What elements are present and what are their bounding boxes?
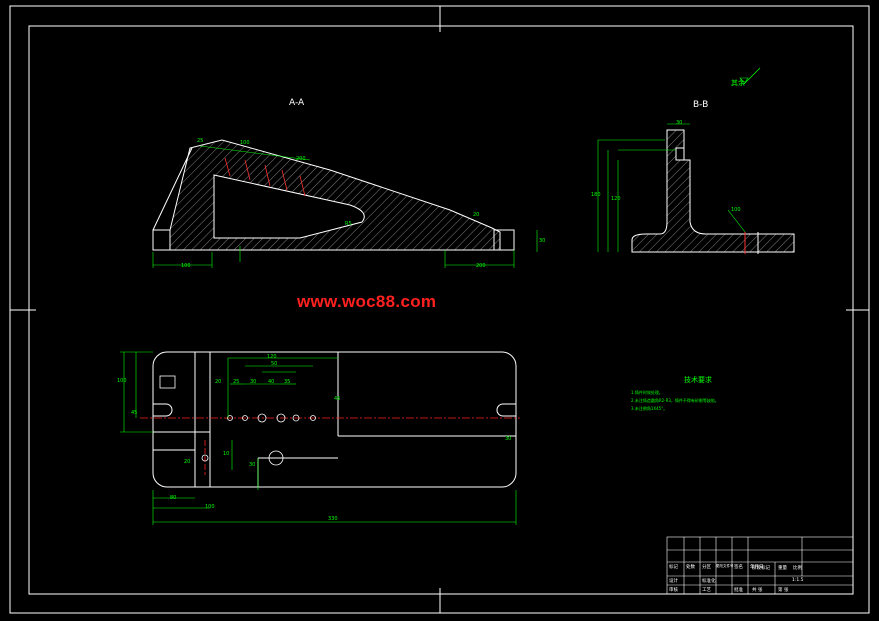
tb-cell: 设计 xyxy=(669,579,678,584)
tb-cell: 标准化 xyxy=(702,579,716,584)
dim-aa-4: 30 xyxy=(539,238,546,244)
dim-aa-1: 25 xyxy=(197,138,204,144)
dim-bb-4: 100 xyxy=(731,207,741,213)
dim-aa-8: 20 xyxy=(473,212,480,218)
section-bb-view xyxy=(597,67,795,254)
tech-requirement-1: 1.铸件时效处理。 xyxy=(631,390,663,395)
dim-bb-1: 30 xyxy=(676,120,683,126)
tb-cell: 年月日 xyxy=(750,565,764,570)
dim-aa-7: 200 xyxy=(296,156,306,162)
dim-bb-3: 120 xyxy=(611,196,621,202)
tb-cell: 标记 xyxy=(669,565,678,570)
dim-plan-14: 30 xyxy=(249,462,256,468)
plan-view xyxy=(120,351,520,525)
dim-plan-8: 20 xyxy=(215,379,222,385)
dim-plan-13: 100 xyxy=(205,504,215,510)
dim-plan-1: 100 xyxy=(117,378,127,384)
tb-cell: 共 张 xyxy=(752,588,763,593)
title-block xyxy=(666,536,854,595)
tb-cell: 比例 xyxy=(793,566,802,571)
tb-cell: 处数 xyxy=(686,565,695,570)
tech-requirements-title: 技术要求 xyxy=(684,376,712,384)
dim-plan-10: 45 xyxy=(334,396,341,402)
dim-plan-12: 80 xyxy=(170,495,177,501)
tech-requirement-3: 3.未注倒角1X45°。 xyxy=(631,406,668,411)
dim-plan-5: 40 xyxy=(268,379,275,385)
dim-plan-9: 45 xyxy=(131,410,138,416)
dim-plan-7: 35 xyxy=(284,379,291,385)
section-aa-title: A-A xyxy=(289,98,305,108)
tb-cell: 审核 xyxy=(669,588,678,593)
roughness-note: 其余 xyxy=(731,79,745,87)
inner-frame xyxy=(28,25,854,595)
dim-aa-6: 100 xyxy=(240,140,250,146)
dim-bb-2: 180 xyxy=(591,192,601,198)
tb-cell: 批准 xyxy=(734,588,743,593)
centering-marks xyxy=(10,6,869,613)
dim-plan-16: 10 xyxy=(223,451,230,457)
tech-requirement-2: 2.未注铸造圆角R2-R3，铸件不得有砂眼等缺陷。 xyxy=(631,398,719,403)
dim-aa-3: 200 xyxy=(476,263,486,269)
dim-plan-6: 50 xyxy=(271,361,278,367)
dim-aa-5: R5 xyxy=(345,221,352,227)
dim-plan-4: 30 xyxy=(250,379,257,385)
tb-cell: 阶段标记 xyxy=(752,566,770,571)
tb-scale: 1:1.5 xyxy=(792,578,804,583)
dim-plan-15: 20 xyxy=(184,459,191,465)
tb-cell: 第 张 xyxy=(778,588,789,593)
dim-plan-17: 330 xyxy=(328,516,338,522)
tb-cell: 工艺 xyxy=(702,588,711,593)
dim-plan-11: 30 xyxy=(505,436,512,442)
section-aa-view xyxy=(152,139,538,268)
tb-cell: 分区 xyxy=(702,565,711,570)
watermark: www.woc88.com xyxy=(297,292,437,311)
dim-plan-3: 25 xyxy=(233,379,240,385)
tb-cell: 重量 xyxy=(778,566,787,571)
dim-aa-2: 100 xyxy=(181,263,191,269)
section-bb-title: B-B xyxy=(693,100,709,110)
tb-cell: 更改文件号 xyxy=(716,564,734,568)
dim-plan-2: 120 xyxy=(267,354,277,360)
tb-cell: 签名 xyxy=(734,565,743,570)
